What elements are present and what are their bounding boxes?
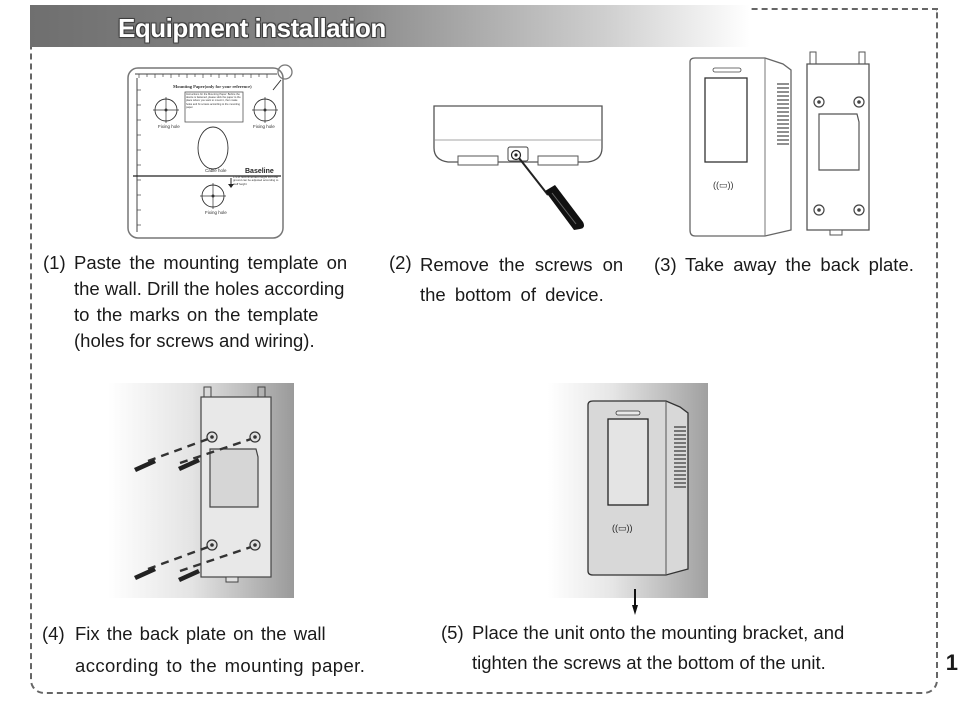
mounting-template-illustration: Mounting Paper(only for your reference) …	[127, 64, 293, 239]
step-5-line-2: tighten the screws at the bottom of the …	[472, 652, 826, 673]
section-title: Equipment installation	[118, 13, 386, 43]
step-1-line-2: the wall. Drill the holes according	[74, 278, 345, 299]
step-2-number: (2)	[389, 252, 412, 273]
device-and-back-plate-illustration: ((▭))	[689, 51, 870, 237]
fix-back-plate-illustration	[108, 383, 294, 598]
height-note: 1.4 M recommended height from the ground…	[233, 176, 279, 186]
template-title: Mounting Paper(only for your reference)	[173, 84, 252, 89]
svg-text:((▭)): ((▭))	[713, 180, 734, 190]
fixing-hole-bottom-label: Fixing hole	[205, 210, 227, 215]
step-2-caption: (2) Remove the screws on the bottom of d…	[389, 250, 644, 310]
remove-screws-illustration	[433, 105, 603, 230]
step-1-caption: (1) Paste the mounting template on the w…	[43, 250, 388, 354]
baseline-label: Baseline	[245, 168, 274, 175]
page-number: 1	[945, 650, 958, 675]
step-4-line-2: according to the mounting paper.	[75, 655, 366, 676]
step-1-line-4: (holes for screws and wiring).	[74, 330, 315, 351]
svg-text:((▭)): ((▭))	[612, 523, 633, 533]
cable-hole-label: Cable hole	[205, 168, 227, 173]
step-4-number: (4)	[42, 623, 65, 644]
template-instruction: Instructions for the Mounting Paper: Bef…	[186, 93, 241, 109]
place-unit-illustration: ((▭))	[548, 383, 708, 615]
step-4-line-1: Fix the back plate on the wall	[75, 623, 326, 644]
section-header: Equipment installation	[30, 5, 750, 47]
step-5-number: (5)	[441, 622, 464, 643]
step-1-line-1: Paste the mounting template on	[74, 252, 348, 273]
step-4-caption: (4) Fix the back plate on the wall accor…	[42, 618, 412, 682]
step-3-number: (3)	[654, 254, 677, 275]
fixing-hole-left-label: Fixing hole	[158, 124, 180, 129]
step-3-caption: (3) Take away the back plate.	[654, 252, 939, 278]
step-5-caption: (5) Place the unit onto the mounting bra…	[441, 618, 881, 678]
step-1-line-3: to the marks on the template	[74, 304, 319, 325]
step-3-line-1: Take away the back plate.	[685, 254, 914, 275]
step-1-number: (1)	[43, 252, 66, 273]
fixing-hole-right-label: Fixing hole	[253, 124, 275, 129]
step-5-line-1: Place the unit onto the mounting bracket…	[472, 622, 845, 643]
step-2-line-2: the bottom of device.	[420, 284, 604, 305]
step-2-line-1: Remove the screws on	[420, 254, 624, 275]
